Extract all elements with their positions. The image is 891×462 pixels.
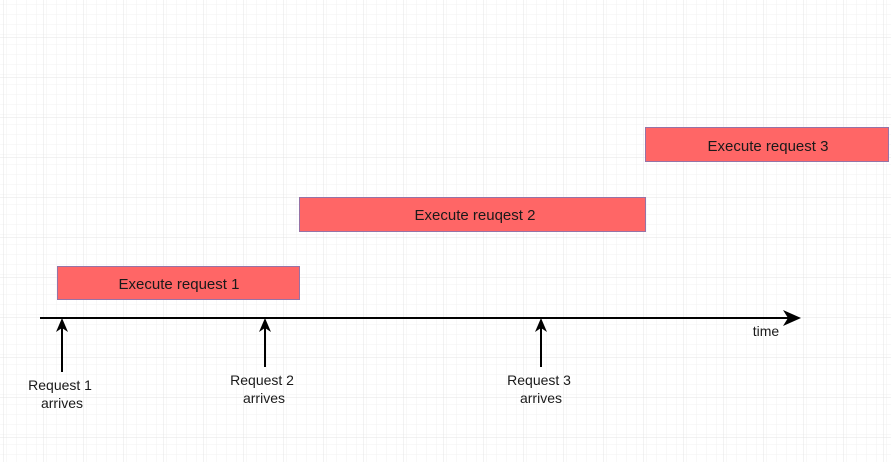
arrival-1-label-line2: arrives [41,395,83,411]
execution-bar-2-box [299,197,646,232]
time-axis: time [40,310,801,339]
time-axis-label: time [753,323,780,339]
arrival-arrow-1-head [56,318,68,332]
time-axis-arrowhead [783,310,801,326]
arrival-arrow-1: Request 1 arrives [28,318,96,411]
execution-bar-2-label: Execute reuqest 2 [415,207,536,224]
arrival-2-label-line1: Request 2 [230,372,294,388]
execution-bar-3-box [645,127,889,162]
arrival-arrow-2: Request 2 arrives [230,318,298,406]
execution-bar-1-label: Execute request 1 [119,276,240,293]
arrival-arrow-3-head [535,318,547,332]
arrival-3-label-line1: Request 3 [507,372,571,388]
arrival-1-label-line1: Request 1 [28,377,92,393]
arrival-2-label: Request 2 arrives [230,372,298,406]
arrival-3-label-line2: arrives [520,390,562,406]
execution-bar-2[interactable]: Execute reuqest 2 [299,197,646,232]
arrival-arrow-2-head [259,318,271,332]
arrival-1-label: Request 1 arrives [28,377,96,411]
arrival-arrow-3: Request 3 arrives [507,318,575,406]
arrival-2-label-line2: arrives [243,390,285,406]
execution-bar-3-label: Execute request 3 [708,138,829,155]
execution-bar-3[interactable]: Execute request 3 [645,127,889,162]
execution-bar-1-box [57,266,300,300]
execution-bar-1[interactable]: Execute request 1 [57,266,300,300]
arrival-3-label: Request 3 arrives [507,372,575,406]
